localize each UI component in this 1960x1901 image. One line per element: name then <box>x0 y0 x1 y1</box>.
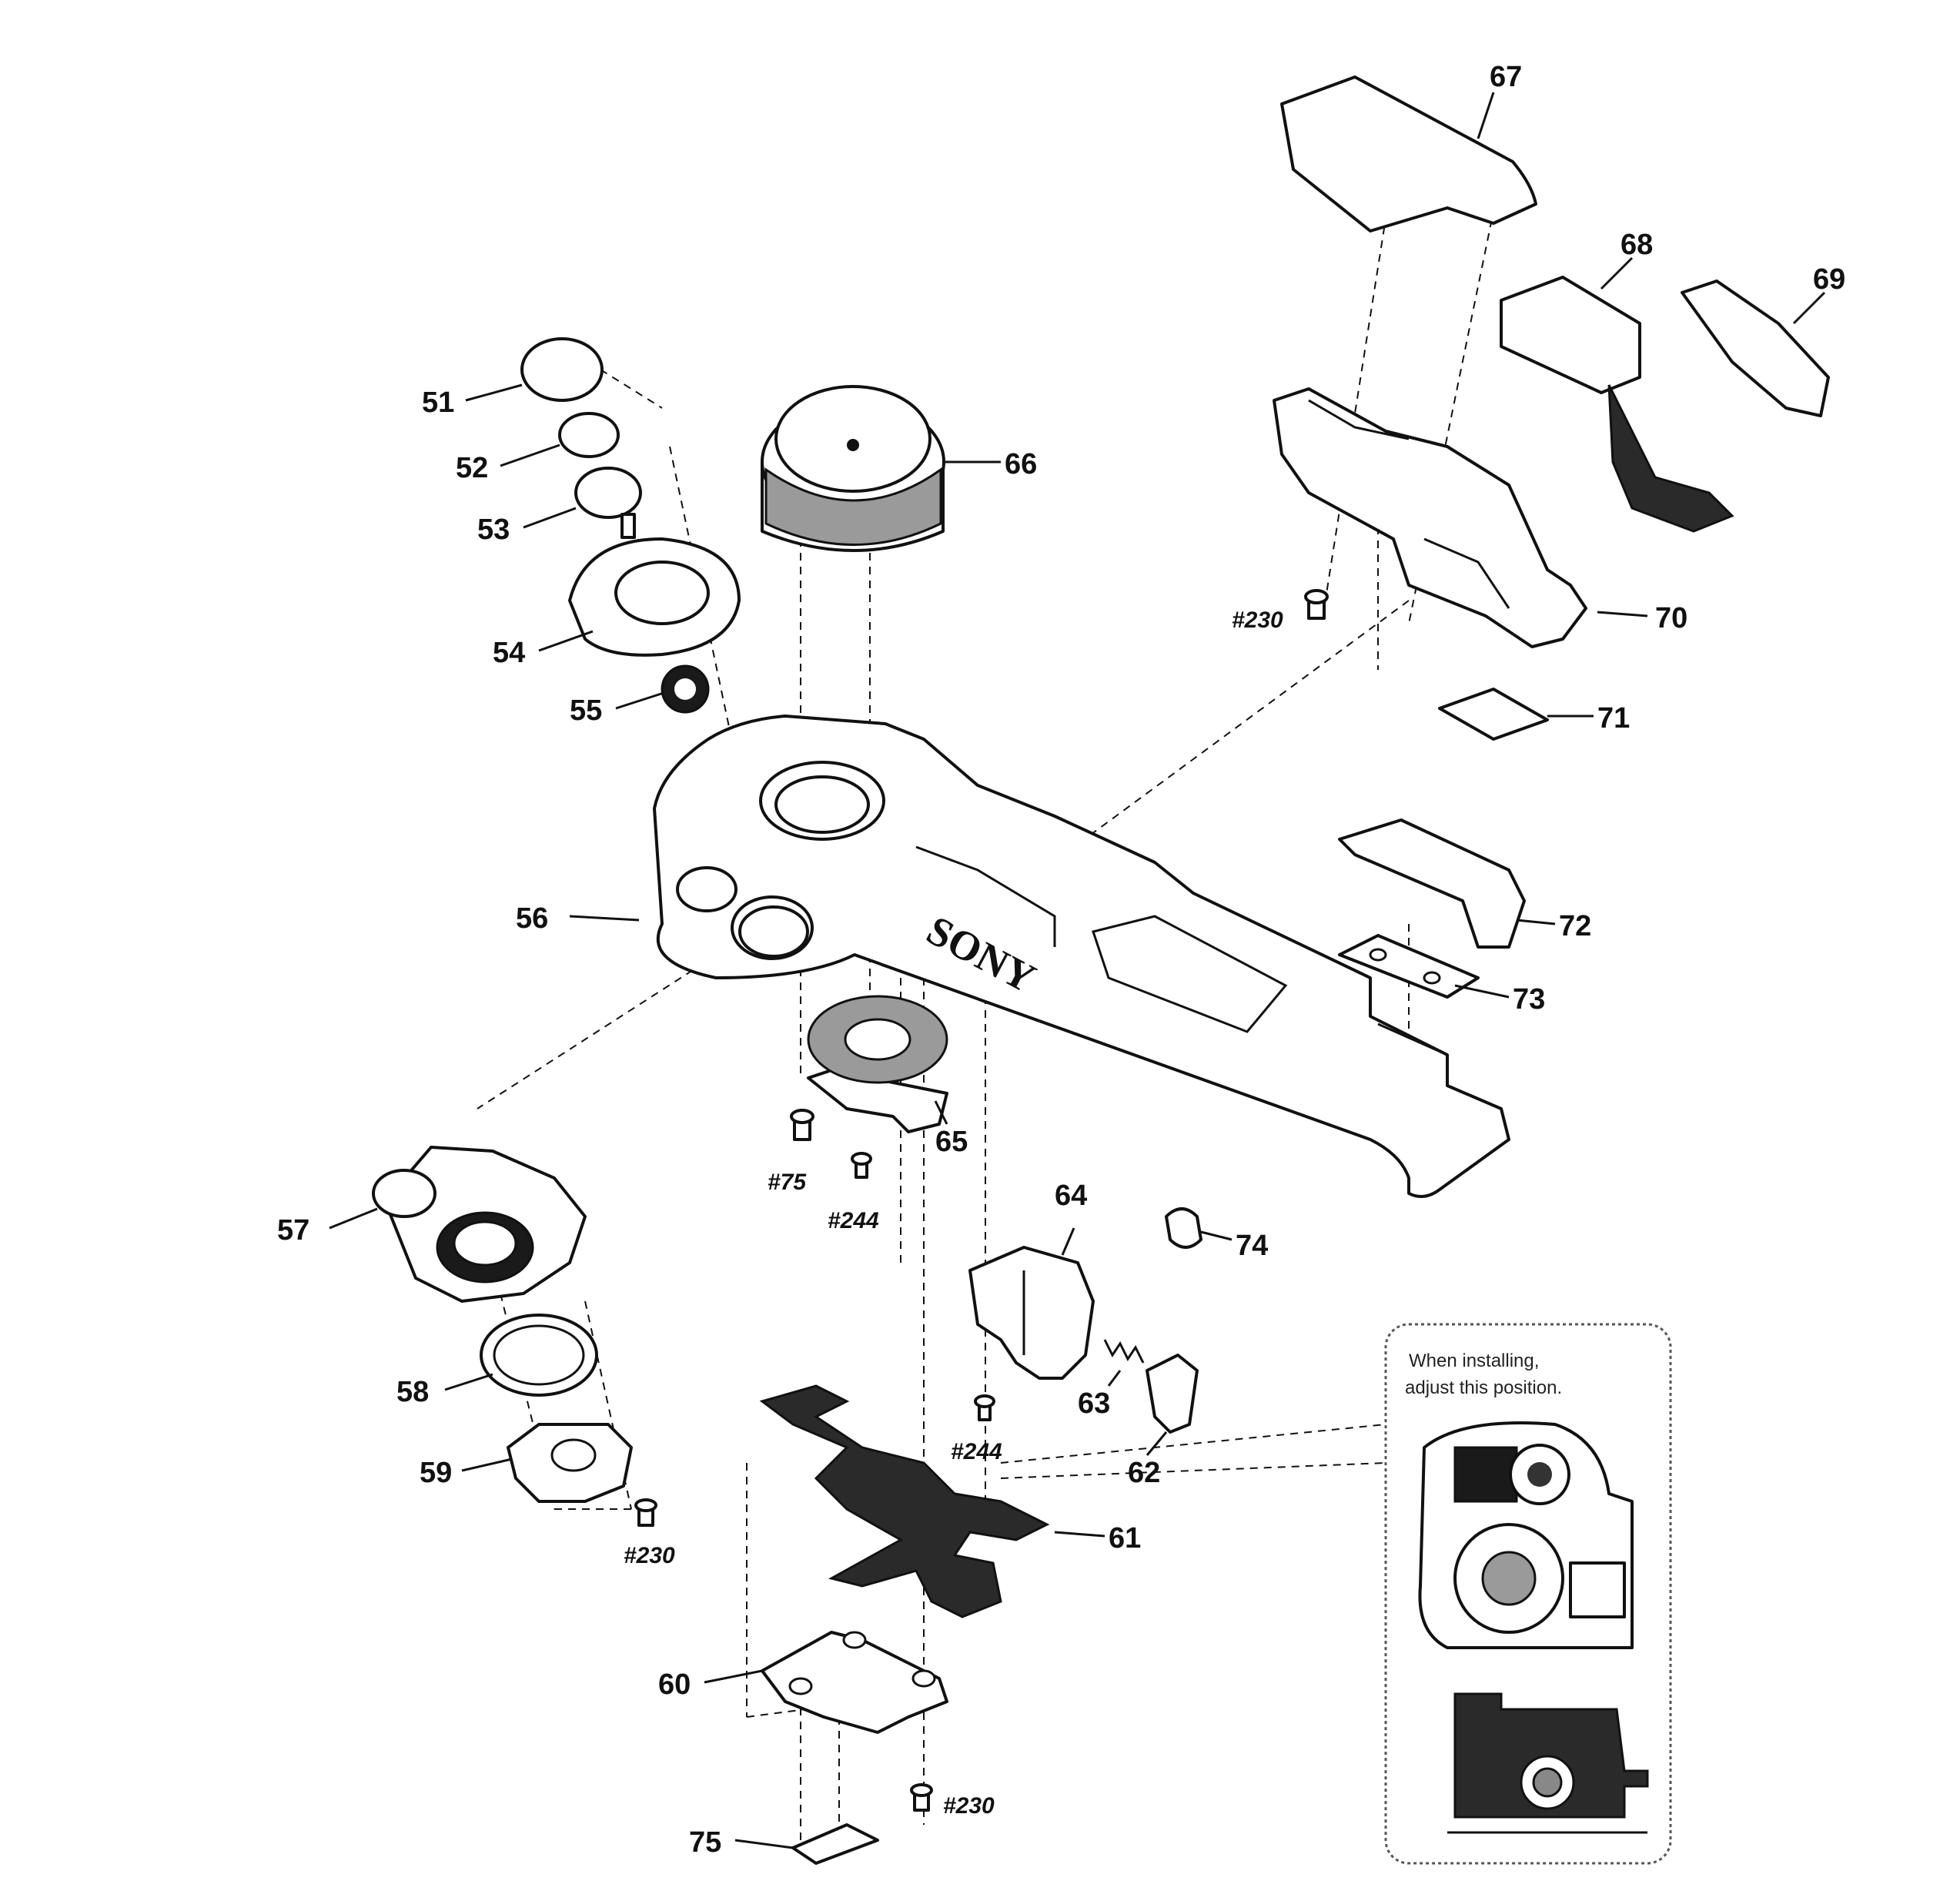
label-53: 53 <box>477 514 510 546</box>
label-55: 55 <box>570 694 602 727</box>
label-74: 74 <box>1236 1230 1268 1262</box>
part-58-spring-ring <box>480 1314 598 1397</box>
inset-top-view <box>1418 1421 1634 1649</box>
part-52-washer <box>558 412 620 458</box>
label-64: 64 <box>1055 1180 1087 1212</box>
label-67: 67 <box>1490 61 1522 93</box>
screw-230-left <box>634 1498 657 1527</box>
screw-label-244-bottom: #244 <box>951 1439 1002 1464</box>
leader-lines <box>329 92 1826 1849</box>
part-59-base-plate <box>507 1423 633 1503</box>
label-65: 65 <box>935 1126 968 1158</box>
part-67-cover <box>1280 75 1537 233</box>
part-68-flash-unit <box>1500 276 1734 533</box>
part-57-shutter-assembly <box>372 1146 587 1303</box>
label-70: 70 <box>1655 602 1687 634</box>
part-74-clip <box>1165 1207 1202 1249</box>
part-55-collar <box>661 664 710 714</box>
part-66-mode-dial <box>761 385 945 552</box>
part-75-sheet <box>791 1823 879 1865</box>
label-52: 52 <box>456 452 488 484</box>
part-64-switch-block <box>968 1246 1095 1380</box>
label-58: 58 <box>396 1376 429 1408</box>
screw-labels: #230 #75 #244 #244 #230 #230 <box>624 607 1283 1819</box>
label-61: 61 <box>1109 1522 1141 1555</box>
label-73: 73 <box>1513 983 1545 1016</box>
label-71: 71 <box>1597 702 1630 735</box>
screw-75 <box>790 1109 814 1141</box>
screw-label-230-bottom: #230 <box>943 1793 995 1819</box>
screw-244-top <box>851 1152 872 1179</box>
inset-note-line1: When installing, <box>1409 1350 1539 1371</box>
screw-244-bottom <box>974 1394 995 1421</box>
label-68: 68 <box>1621 229 1653 261</box>
part-62-button <box>1146 1354 1199 1434</box>
label-72: 72 <box>1559 910 1591 942</box>
part-73-sheet <box>1338 934 1480 999</box>
inset-close-view <box>1447 1692 1649 1834</box>
part-69-bracket <box>1681 279 1830 417</box>
label-51: 51 <box>422 387 454 419</box>
part-56-top-cover <box>653 715 1510 1198</box>
detail-inset: When installing, adjust this position. <box>1384 1323 1672 1865</box>
label-75: 75 <box>689 1826 721 1859</box>
part-60-bracket <box>761 1631 948 1734</box>
part-54-ring <box>568 537 741 657</box>
label-57: 57 <box>277 1214 309 1247</box>
part-70-flash-chassis <box>1273 387 1587 648</box>
label-56: 56 <box>516 902 548 935</box>
label-62: 62 <box>1128 1457 1160 1489</box>
screw-230-flash <box>1304 589 1329 620</box>
part-51-button-cap <box>520 337 604 402</box>
part-53-button <box>574 467 642 539</box>
label-59: 59 <box>420 1457 452 1489</box>
part-65-ring-plate <box>807 995 948 1133</box>
screw-label-75: #75 <box>768 1170 807 1195</box>
label-54: 54 <box>493 637 525 669</box>
part-72-cover <box>1338 818 1526 949</box>
screw-label-230-flash: #230 <box>1232 607 1283 633</box>
screw-label-244-top: #244 <box>828 1208 879 1233</box>
inset-note-line2: adjust this position. <box>1405 1377 1562 1398</box>
label-69: 69 <box>1813 263 1845 296</box>
part-61-flex-circuit <box>759 1384 1050 1618</box>
label-66: 66 <box>1005 448 1037 480</box>
part-labels: 51 52 53 54 55 56 57 58 59 60 61 62 63 6… <box>277 61 1845 1859</box>
screw-230-bottom <box>910 1783 933 1812</box>
screw-label-230-left: #230 <box>624 1543 675 1568</box>
label-60: 60 <box>658 1668 691 1701</box>
part-63-spring <box>1103 1339 1145 1364</box>
part-71-sheet <box>1438 688 1549 741</box>
label-63: 63 <box>1078 1387 1110 1420</box>
